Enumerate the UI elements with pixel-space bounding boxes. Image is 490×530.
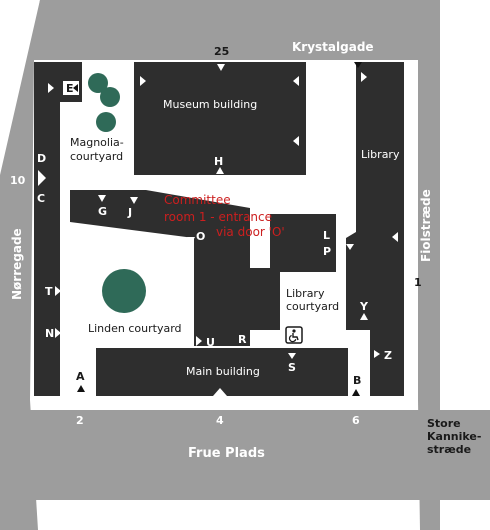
entrance-marker [38, 170, 46, 186]
door-h-arrow [216, 167, 224, 174]
street-number-10: 10 [10, 174, 26, 187]
door-r-arrow [250, 334, 256, 344]
door-t-arrow [55, 286, 61, 296]
door-e-arrow [73, 84, 78, 92]
door-d-label: D [37, 152, 46, 165]
store-label-line2: Kannike- [427, 430, 481, 443]
trees [88, 73, 146, 313]
door-s-arrow [288, 353, 296, 359]
door-b-arrow [352, 389, 360, 396]
door-y-label: Y [359, 300, 369, 313]
door-a-arrow [77, 385, 85, 392]
linden-tree [102, 269, 146, 313]
entrance-marker [293, 76, 299, 86]
store-label-line3: stræde [427, 443, 471, 456]
krystalgade-street [30, 0, 420, 60]
library-courtyard-label-line1: Library [286, 287, 325, 300]
annotation-line2: room 1 - entrance [164, 210, 272, 224]
norregade-label: Nørregade [10, 228, 24, 300]
fiolstraede-label: Fiolstræde [419, 189, 433, 262]
door-lp-arrow [346, 244, 354, 250]
main-building-label: Main building [186, 365, 260, 378]
annotation-line1: Committee [164, 193, 231, 207]
entrance-marker [354, 62, 362, 68]
frue-plads-label: Frue Plads [188, 446, 265, 461]
store-label-line1: Store [427, 417, 461, 430]
door-l-label: L [323, 229, 330, 242]
entrance-marker [361, 72, 367, 82]
doors: E H D C G J O L P T N U R Y Z S A [37, 81, 392, 396]
door-b-label: B [353, 374, 361, 387]
door-y-arrow [360, 313, 368, 320]
door-o-arrow [187, 237, 195, 244]
magnolia-courtyard-label-line2: courtyard [70, 150, 123, 163]
door-z-label: Z [384, 349, 392, 362]
door-o-label: O [196, 230, 205, 243]
door-a-label: A [76, 370, 85, 383]
museum-building-label: Museum building [163, 98, 257, 111]
center-building [194, 226, 280, 346]
left-wing-building [34, 62, 60, 396]
lp-building [270, 214, 336, 272]
entrance-marker [217, 64, 225, 71]
linden-courtyard-label: Linden courtyard [88, 322, 182, 335]
entrance-marker [140, 76, 146, 86]
door-h-label: H [214, 155, 223, 168]
wheelchair-icon [285, 326, 303, 344]
door-u-label: U [206, 336, 215, 349]
door-n-label: N [45, 327, 54, 340]
magnolia-tree-2 [100, 87, 120, 107]
store-kannikestraede-street [420, 410, 490, 460]
library-courtyard-label-line2: courtyard [286, 300, 339, 313]
entrance-markers [38, 62, 398, 242]
door-g-arrow [98, 195, 106, 202]
door-p-arrow [336, 249, 343, 257]
door-j-label: J [127, 206, 132, 219]
door-n-arrow [55, 328, 61, 338]
door-e-box [63, 81, 79, 95]
magnolia-tree-3 [96, 112, 116, 132]
annotation-line3: via door 'O' [216, 225, 285, 239]
door-u-arrow [196, 336, 202, 346]
door-j-arrow [130, 197, 138, 204]
entrance-marker [48, 83, 54, 93]
entrance-marker [392, 232, 398, 242]
main-building [96, 348, 348, 396]
buildings [34, 62, 404, 396]
door-z-arrow [374, 350, 380, 358]
library-label: Library [361, 148, 400, 161]
door-c-label: C [37, 192, 45, 205]
door-t-label: T [45, 285, 53, 298]
street-number-1: 1 [414, 276, 422, 289]
door-main-arrow [213, 388, 227, 396]
magnolia-tree-1 [88, 73, 108, 93]
door-e-label: E [66, 82, 74, 95]
norregade-street [0, 0, 80, 530]
door-g-label: G [98, 205, 107, 218]
street-number-6: 6 [352, 414, 360, 427]
museum-building [134, 62, 306, 175]
frue-plads-street [0, 410, 490, 500]
magnolia-courtyard-label-line1: Magnolia- [70, 136, 124, 149]
library-building [346, 62, 404, 396]
door-p-label: P [323, 245, 331, 258]
entrance-marker [293, 136, 299, 146]
street-number-25: 25 [214, 45, 229, 58]
door-r-label: R [238, 333, 247, 346]
door-s-label: S [288, 361, 296, 374]
street-number-2: 2 [76, 414, 84, 427]
fiolstraede-street [418, 0, 440, 530]
door-l-arrow [336, 234, 343, 242]
krystalgade-label: Krystalgade [292, 40, 374, 54]
street-number-4: 4 [216, 414, 224, 427]
